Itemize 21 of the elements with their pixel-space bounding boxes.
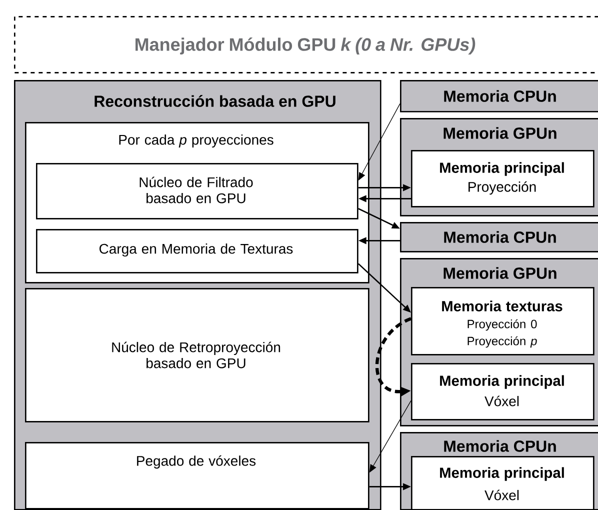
box-heading: Memoria principal [440, 375, 564, 389]
box-heading: Memoria principal [440, 162, 564, 176]
box-title: Manejador Módulo GPU k (0 a Nr. GPUs) [136, 38, 476, 54]
box-heading: Memoria GPUn [444, 127, 556, 139]
box-heading: Memoria principal [440, 467, 564, 481]
box-text: Carga en Memoria de Texturas [100, 243, 293, 257]
box-heading: Memoria CPUn [444, 90, 556, 102]
box-text: Núcleo de Retroproyección basado en GPU [112, 342, 280, 368]
box-heading: Memoria texturas [442, 300, 562, 312]
box-text: Vóxel [484, 490, 519, 500]
box-heading: Memoria CPUn [444, 440, 556, 452]
box-text: Núcleo de Filtrado basado en GPU [140, 176, 253, 204]
box-heading: Reconstrucción basada en GPU [94, 95, 336, 107]
box-text: Proyección 0 [468, 319, 537, 331]
box-text: Proyección [468, 181, 536, 195]
box-heading: Memoria GPUn [444, 267, 556, 279]
box-text: Pegado de vóxeles [137, 455, 256, 469]
box-text: Vóxel [484, 396, 519, 406]
box-text: Por cada p proyecciones [119, 134, 274, 148]
box-heading: Memoria CPUn [444, 231, 556, 243]
box-text: Proyección p [468, 336, 537, 348]
